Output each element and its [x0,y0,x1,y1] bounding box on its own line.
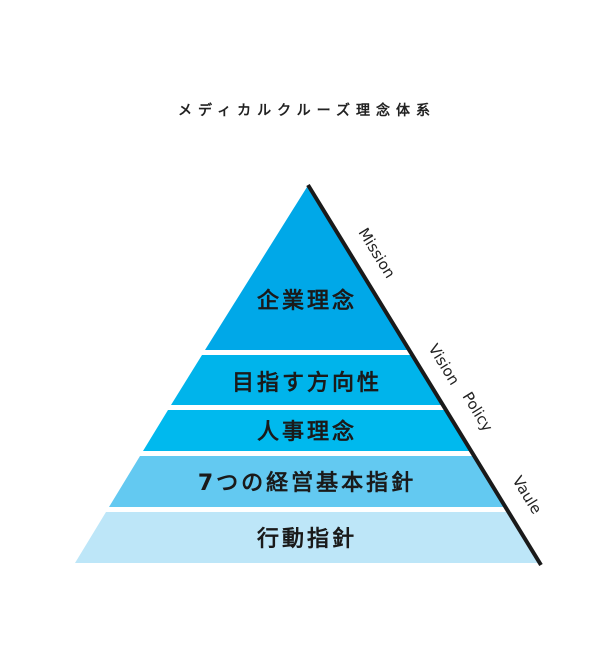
vaule-label: Vaule [509,473,546,518]
tier-1-shape [205,187,409,350]
tier-4-label: 7つの経営基本指針 [198,470,416,496]
tier-2-shape [171,355,443,405]
tier-5-label: 行動指針 [256,526,357,552]
diagram-title: メディカルクルーズ理念体系 [178,103,436,119]
pyramid-edge-line [306,183,543,567]
tier-1-label: 企業理念 [256,288,357,314]
tier-2-label: 目指す方向性 [232,370,382,396]
tier-4-shape [109,456,506,507]
policy-label: Policy [459,389,497,435]
tier-3-label: 人事理念 [257,419,357,445]
tier-5-shape [75,512,540,563]
tier-3-shape [143,410,472,451]
